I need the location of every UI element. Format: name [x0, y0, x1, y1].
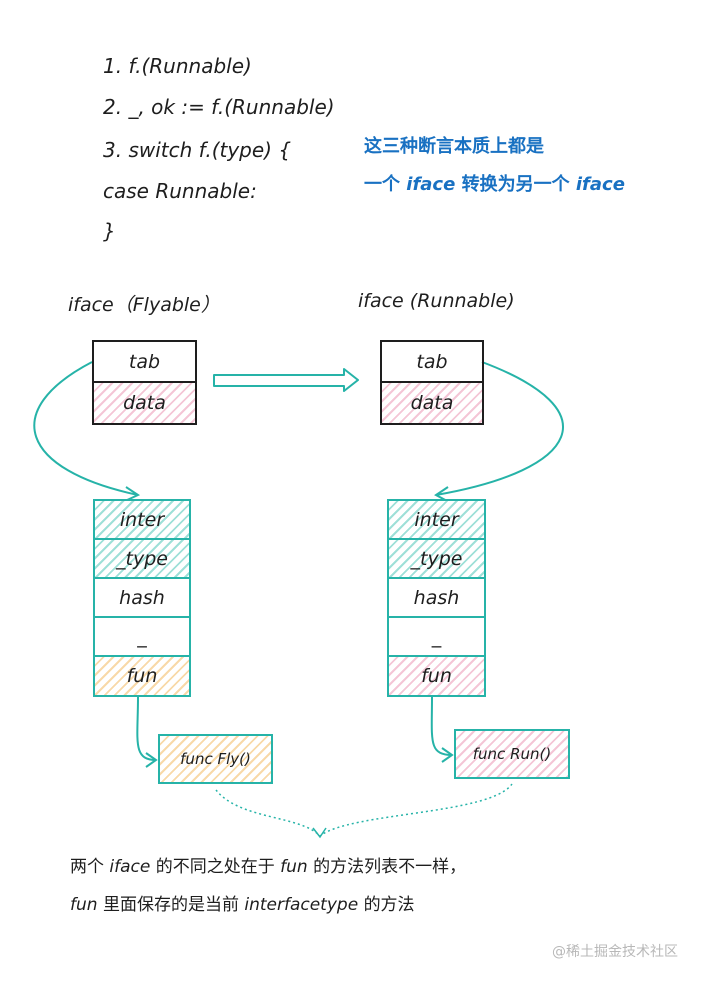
left-data-field: data	[92, 381, 197, 425]
left-iface-title: iface（Flyable）	[68, 294, 220, 316]
left-itab-underscore: _	[93, 616, 191, 657]
bottom-line-2: fun 里面保存的是当前 interfacetype 的方法	[70, 895, 415, 915]
right-tab-field: tab	[380, 340, 484, 383]
left-tab-field: tab	[92, 340, 197, 383]
func-fly-box: func Fly()	[158, 734, 273, 784]
code-line-4: case Runnable:	[103, 179, 257, 203]
note-line-2: 一个 iface 转换为另一个 iface	[364, 174, 625, 195]
right-iface-title: iface (Runnable)	[358, 290, 515, 312]
code-line-3: 3. switch f.(type) {	[103, 138, 292, 162]
right-itab-type: _type	[387, 538, 486, 579]
right-itab-underscore: _	[387, 616, 486, 657]
right-itab-fun: fun	[387, 655, 486, 697]
code-line-2: 2. _, ok := f.(Runnable)	[103, 95, 335, 119]
note-line-1: 这三种断言本质上都是	[364, 136, 544, 157]
bottom-line-1: 两个 iface 的不同之处在于 fun 的方法列表不一样，	[70, 857, 467, 877]
left-itab-fun: fun	[93, 655, 191, 697]
left-itab-inter: inter	[93, 499, 191, 540]
right-itab-inter: inter	[387, 499, 486, 540]
code-line-5: }	[103, 219, 116, 243]
func-run-box: func Run()	[454, 729, 570, 779]
right-itab-hash: hash	[387, 577, 486, 618]
code-line-1: 1. f.(Runnable)	[103, 54, 252, 78]
left-itab-type: _type	[93, 538, 191, 579]
watermark: @稀土掘金技术社区	[552, 944, 678, 960]
right-data-field: data	[380, 381, 484, 425]
left-itab-hash: hash	[93, 577, 191, 618]
